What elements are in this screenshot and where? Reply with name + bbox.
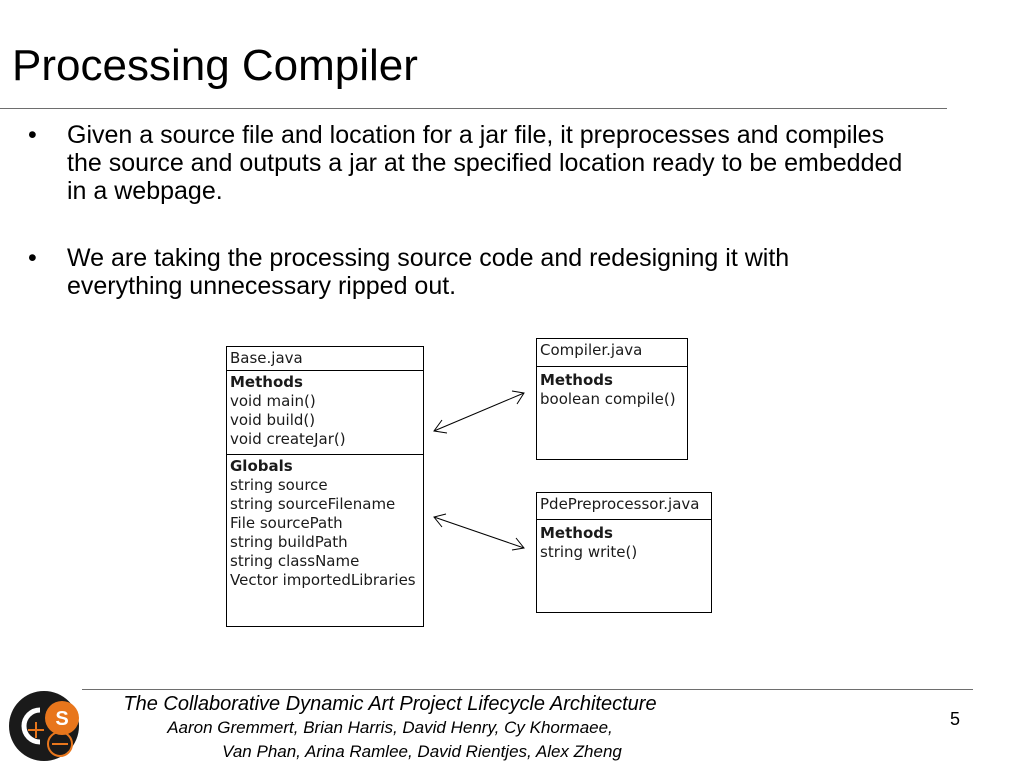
global-item: string source: [230, 476, 328, 494]
methods-section-compiler: Methods boolean compile(): [537, 367, 687, 409]
globals-heading: Globals: [230, 457, 293, 475]
bullet-list: • Given a source file and location for a…: [28, 121, 908, 339]
footer-authors: Van Phan, Arina Ramlee, David Rientjes, …: [222, 742, 622, 761]
cse-logo-icon: S: [9, 691, 79, 761]
global-item: File sourcePath: [230, 514, 343, 532]
method-item: void main(): [230, 392, 316, 410]
connector-base-compiler: [433, 390, 525, 434]
methods-section-preprocessor: Methods string write(): [537, 520, 711, 562]
bullet-marker: •: [28, 244, 37, 272]
method-item: string write(): [540, 543, 638, 561]
connector-base-preprocessor: [433, 513, 525, 551]
global-item: string sourceFilename: [230, 495, 396, 513]
footer-credits: The Collaborative Dynamic Art Project Li…: [80, 692, 700, 764]
bullet-text: We are taking the processing source code…: [67, 244, 790, 300]
class-name-base: Base.java: [227, 347, 423, 371]
bullet-item: • Given a source file and location for a…: [28, 121, 908, 205]
method-item: boolean compile(): [540, 390, 676, 408]
class-name-compiler: Compiler.java: [537, 339, 687, 367]
footer-divider: [82, 689, 973, 690]
methods-heading: Methods: [540, 524, 613, 542]
globals-section-base: Globals string source string sourceFilen…: [227, 454, 423, 590]
class-box-base: Base.java Methods void main() void build…: [226, 346, 424, 627]
page-number: 5: [950, 709, 961, 729]
methods-section-base: Methods void main() void build() void cr…: [227, 371, 423, 454]
bullet-item: • We are taking the processing source co…: [28, 244, 908, 300]
footer-authors: Aaron Gremmert, Brian Harris, David Henr…: [167, 718, 613, 737]
class-box-preprocessor: PdePreprocessor.java Methods string writ…: [536, 492, 712, 613]
global-item: Vector importedLibraries: [230, 571, 416, 589]
method-item: void createJar(): [230, 430, 346, 448]
global-item: string className: [230, 552, 360, 570]
title-divider: [0, 108, 947, 109]
class-name-preprocessor: PdePreprocessor.java: [537, 493, 711, 520]
svg-text:S: S: [55, 708, 68, 730]
methods-heading: Methods: [230, 373, 303, 391]
methods-heading: Methods: [540, 371, 613, 389]
bullet-marker: •: [28, 121, 37, 149]
bullet-text: Given a source file and location for a j…: [67, 121, 903, 205]
class-box-compiler: Compiler.java Methods boolean compile(): [536, 338, 688, 460]
slide-title: Processing Compiler: [12, 41, 418, 90]
footer-title: The Collaborative Dynamic Art Project Li…: [123, 693, 657, 715]
method-item: void build(): [230, 411, 316, 429]
global-item: string buildPath: [230, 533, 348, 551]
